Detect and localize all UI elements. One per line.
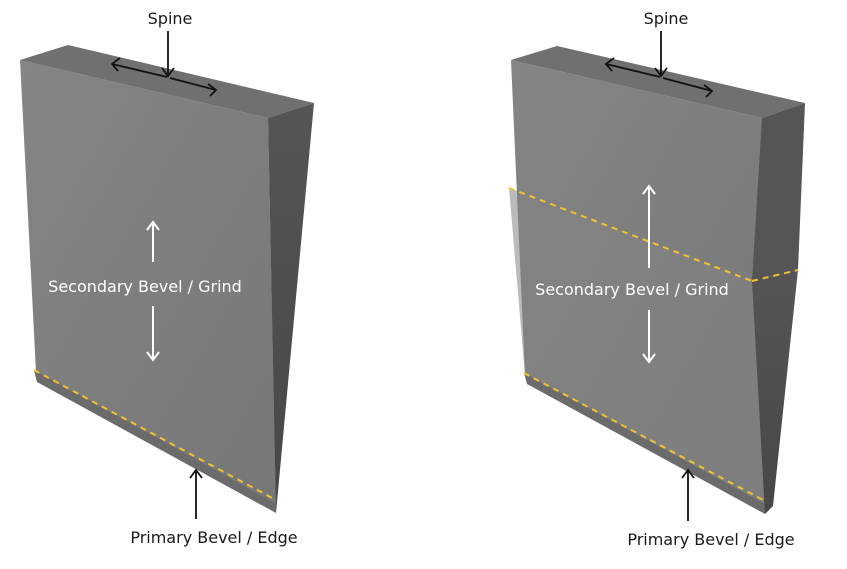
right-grind-double-arrow xyxy=(642,184,656,364)
left-grind-double-arrow xyxy=(146,220,160,362)
right-blade-spine-top-face xyxy=(511,46,805,118)
left-edge-pointer-arrow xyxy=(189,468,203,519)
left-blade-side-face xyxy=(268,103,314,513)
left-spine-label: Spine xyxy=(148,9,193,28)
right-blade-side-face-lower xyxy=(752,270,798,514)
left-primary-bevel-line xyxy=(33,369,277,501)
right-blade-side-face-upper xyxy=(752,103,805,281)
right-spine-label: Spine xyxy=(644,9,689,28)
right-spine-pointer-arrow xyxy=(654,31,668,78)
right-blade: Spine Secondary Bevel / Grind Primary Be… xyxy=(508,9,805,549)
left-blade: Spine Secondary Bevel / Grind Primary Be… xyxy=(20,9,314,547)
right-edge-pointer-arrow xyxy=(681,468,695,521)
right-spine-double-arrow xyxy=(604,57,714,98)
left-spine-pointer-arrow xyxy=(161,31,175,78)
left-blade-spine-top-face xyxy=(20,45,314,118)
left-blade-front-face xyxy=(20,60,276,503)
left-blade-primary-bevel-face xyxy=(34,370,276,513)
left-spine-double-arrow xyxy=(110,57,218,97)
left-grind-label: Secondary Bevel / Grind xyxy=(48,277,242,296)
right-edge-label: Primary Bevel / Edge xyxy=(627,530,794,549)
right-secondary-grind-line-side xyxy=(751,269,799,282)
right-primary-bevel-line xyxy=(523,372,768,503)
left-edge-label: Primary Bevel / Edge xyxy=(130,528,297,547)
right-blade-secondary-grind-face xyxy=(509,188,765,505)
right-grind-label: Secondary Bevel / Grind xyxy=(535,280,729,299)
right-blade-primary-bevel-face xyxy=(524,373,765,514)
